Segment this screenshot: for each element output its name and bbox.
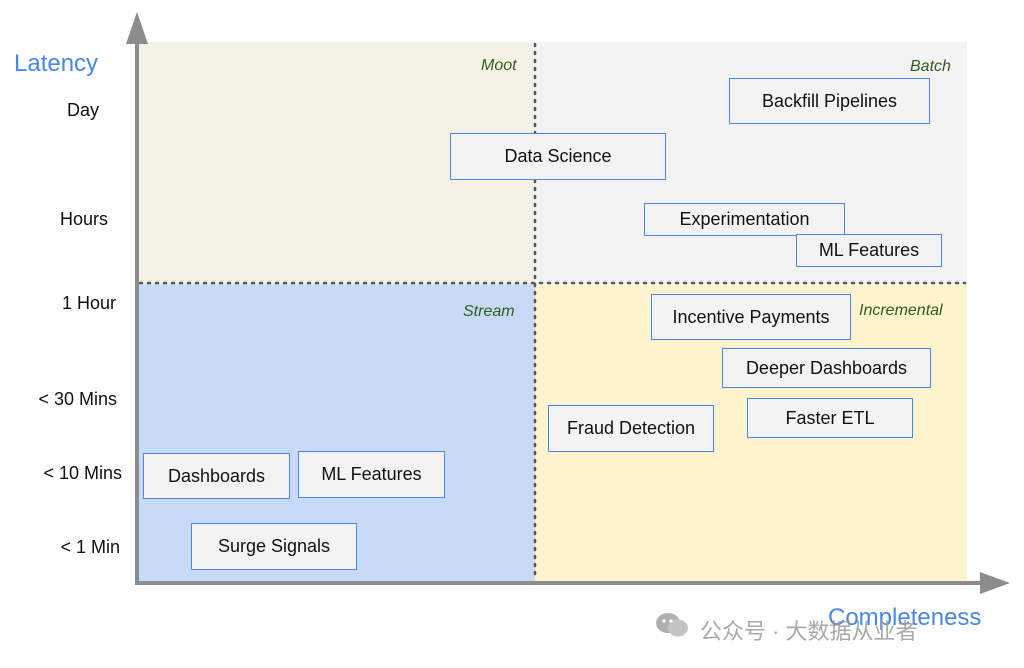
box-dashboards: Dashboards: [143, 453, 290, 499]
y-tick-30-mins: < 30 Mins: [38, 389, 117, 409]
box-incentive-payments: Incentive Payments: [651, 294, 851, 340]
box-deeper-dashboards: Deeper Dashboards: [722, 348, 931, 388]
box-ml-features-stream: ML Features: [298, 451, 445, 498]
y-axis-arrowhead: [126, 12, 148, 44]
quadrant-label-batch: Batch: [910, 58, 951, 75]
y-tick-1-min: < 1 Min: [60, 537, 120, 557]
wechat-icon: [656, 613, 688, 637]
box-data-science: Data Science: [450, 133, 666, 180]
quadrant-label-moot: Moot: [481, 57, 517, 74]
quadrant-label-incremental: Incremental: [859, 302, 943, 319]
y-tick-hours: Hours: [59, 209, 108, 229]
y-axis-title: Latency: [14, 50, 99, 77]
x-axis-arrowhead: [980, 572, 1010, 594]
quadrant-label-stream: Stream: [463, 303, 515, 320]
box-backfill-pipelines: Backfill Pipelines: [729, 78, 930, 124]
box-faster-etl: Faster ETL: [747, 398, 913, 438]
y-tick-1-hour: 1 Hour: [61, 293, 116, 313]
y-tick-10-mins: < 10 Mins: [43, 463, 122, 483]
box-ml-features-batch: ML Features: [796, 234, 942, 267]
watermark-text: 公众号 · 大数据从业者: [700, 619, 918, 644]
y-tick-day: Day: [66, 100, 99, 120]
box-fraud-detection: Fraud Detection: [548, 405, 714, 452]
x-axis-title: Completeness: [828, 604, 982, 631]
box-surge-signals: Surge Signals: [191, 523, 357, 570]
box-experimentation: Experimentation: [644, 203, 845, 236]
